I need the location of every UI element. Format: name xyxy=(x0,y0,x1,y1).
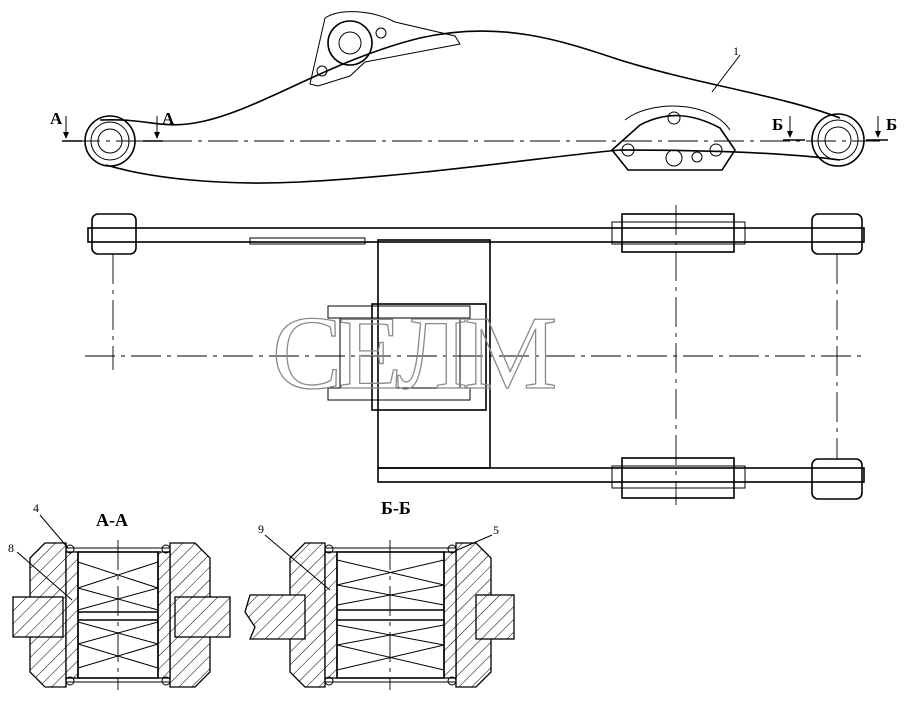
section-aa xyxy=(12,514,231,690)
plate-hole-left xyxy=(621,143,635,157)
right-eye-mid xyxy=(817,119,859,161)
callout-1: 1 xyxy=(733,44,739,58)
tube-inner-lines xyxy=(327,305,471,401)
callout-4: 4 xyxy=(33,501,39,515)
aa-sleeve-right xyxy=(157,551,171,679)
plate-hole-center xyxy=(665,149,683,167)
grease-fitting-1 xyxy=(375,27,387,39)
section-title-aa: А-А xyxy=(96,510,128,530)
leader-part-4 xyxy=(39,514,69,549)
side-view xyxy=(62,11,888,184)
bottom-rail xyxy=(377,467,865,483)
leader-part-9 xyxy=(264,534,331,591)
callout-8: 8 xyxy=(8,541,14,555)
bb-housing-right xyxy=(455,542,492,688)
bracket-strip xyxy=(249,237,366,245)
section-title-bb: Б-Б xyxy=(381,498,411,518)
grease-fitting-2 xyxy=(316,65,328,77)
section-mark-b-left: Б xyxy=(772,115,783,134)
callout-9: 9 xyxy=(258,522,264,536)
leader-part-5 xyxy=(454,534,493,552)
plate-block-top xyxy=(621,213,735,253)
bb-sleeve-left xyxy=(324,551,338,679)
bb-bearing xyxy=(336,551,445,679)
upper-pin-inner xyxy=(338,31,362,55)
aa-shaft-right xyxy=(174,596,231,638)
section-bb xyxy=(244,534,515,690)
mounting-plate xyxy=(610,114,736,171)
section-mark-b-right: Б xyxy=(886,115,897,134)
right-roller-top xyxy=(811,213,863,255)
right-eye-outer xyxy=(811,113,865,167)
plate-fitting xyxy=(691,151,703,163)
callout-5: 5 xyxy=(493,523,499,537)
central-tube xyxy=(377,239,491,469)
right-eye-inner xyxy=(824,126,852,154)
watermark-text: СЕЛМ xyxy=(272,294,555,411)
top-view: СЕЛМ xyxy=(85,205,865,505)
plate-block-bottom xyxy=(621,457,735,499)
bb-rollers xyxy=(336,559,445,671)
plate-block-top-inner xyxy=(611,221,746,245)
leader-part-1 xyxy=(711,54,741,93)
right-roller-bottom xyxy=(811,458,863,500)
section-cut-bb xyxy=(783,116,888,141)
plate-hole-right xyxy=(709,143,723,157)
upper-bracket xyxy=(309,11,461,87)
bb-sleeve-right xyxy=(443,551,457,679)
plate-arc xyxy=(624,105,731,131)
plate-block-bottom-inner xyxy=(611,465,746,489)
section-mark-a-right: А xyxy=(162,109,175,128)
left-roller-top xyxy=(91,213,137,255)
plate-hole-top xyxy=(667,111,681,125)
aa-shaft-left xyxy=(12,596,64,638)
bb-shaft-left xyxy=(244,594,306,640)
bb-shaft-right xyxy=(475,594,515,640)
aa-sleeve-left xyxy=(65,551,79,679)
leader-part-8 xyxy=(16,551,73,601)
upper-pin-outer xyxy=(327,20,373,66)
section-mark-a-left: А xyxy=(50,109,63,128)
arm-outline xyxy=(99,30,841,184)
tube-bracket xyxy=(371,303,487,411)
top-rail xyxy=(87,227,865,243)
section-cut-aa xyxy=(62,116,163,142)
